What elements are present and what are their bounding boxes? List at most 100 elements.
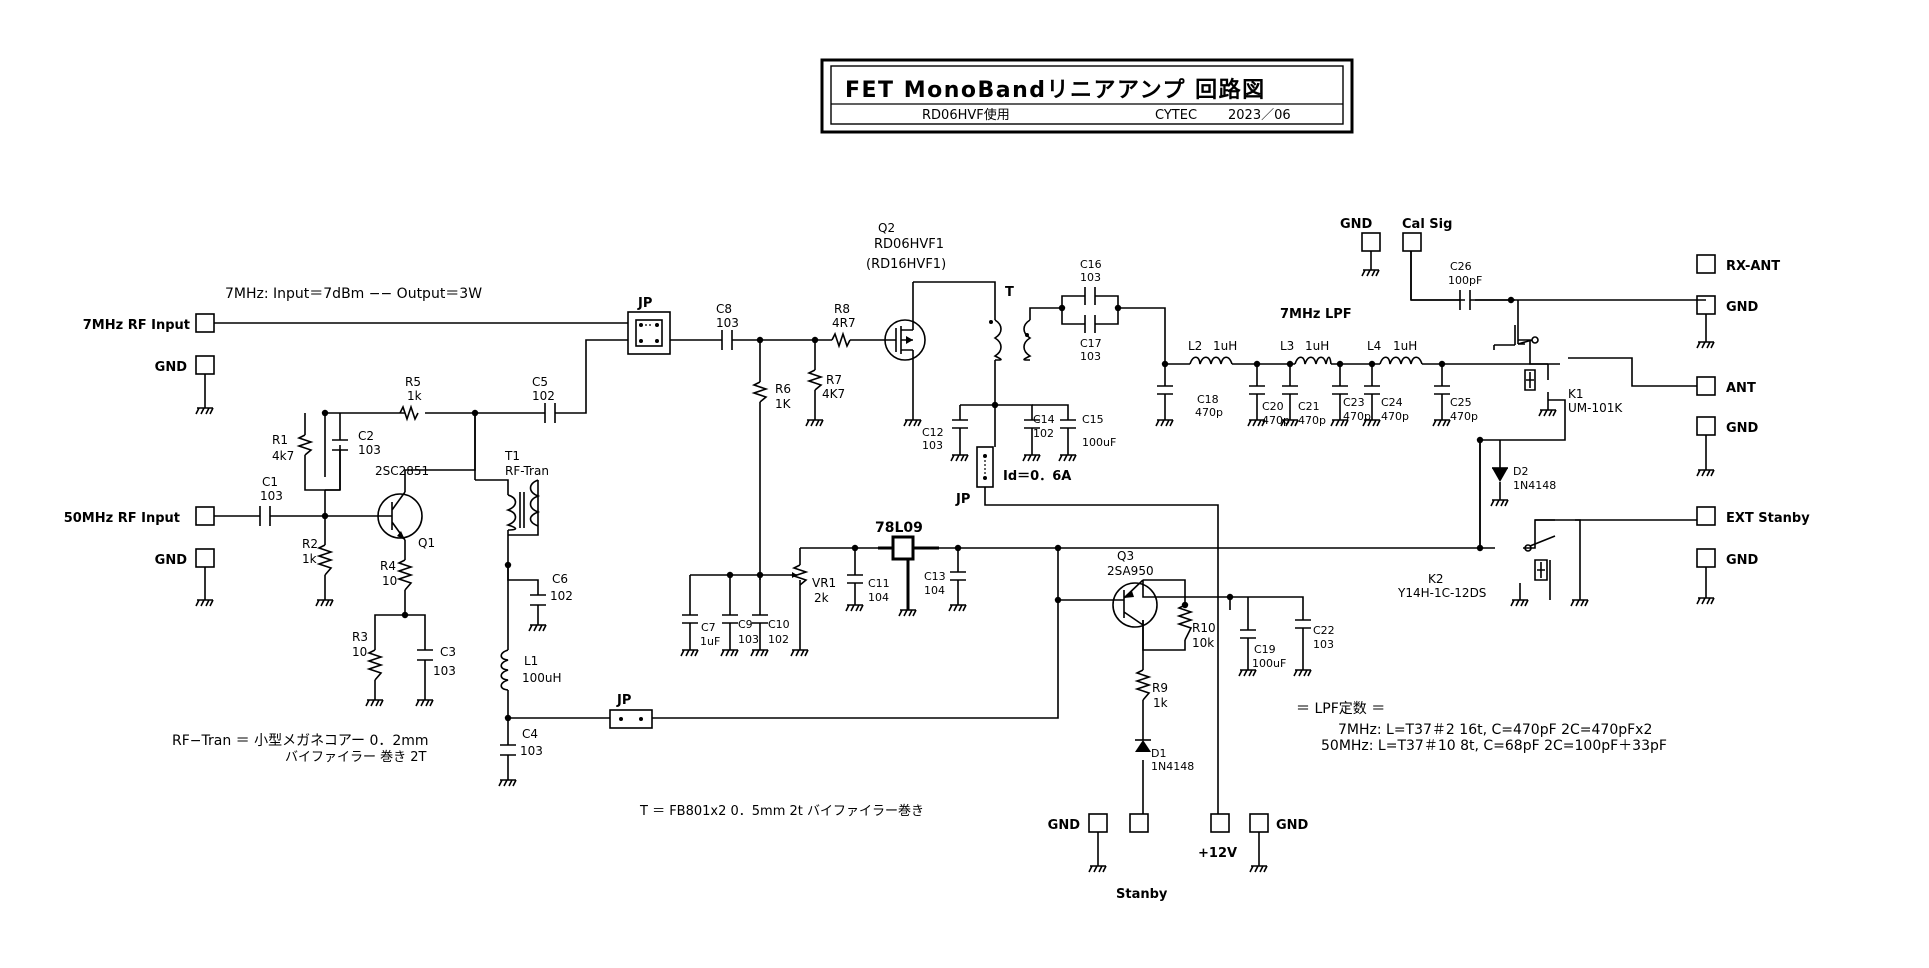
terminal-gnd-stanby[interactable]: GND <box>1048 813 1108 873</box>
jumper-jp1[interactable]: JP <box>627 296 671 355</box>
terminal-ant[interactable]: ANT <box>1696 376 1756 396</box>
resistor-r2: R2 1k <box>302 537 334 607</box>
capacitor-c20: C20 470p <box>1247 364 1290 427</box>
c12-val: 103 <box>922 439 943 452</box>
capacitor-c21: C21 470p <box>1280 364 1326 427</box>
terminal-plus12v[interactable]: +12V <box>1198 813 1237 861</box>
c14-ref: C14 <box>1033 413 1055 426</box>
terminal-7mhz-input[interactable]: 7MHz RF Input <box>83 313 215 333</box>
terminal-ext-stanby[interactable]: EXT Stanby <box>1696 506 1810 526</box>
c24-val: 470p <box>1381 410 1409 423</box>
r9-ref: R9 <box>1152 681 1168 695</box>
title-block: FET MonoBandリニアアンプ 回路図 RD06HVF使用 CYTEC 2… <box>820 58 1354 134</box>
c13-val: 104 <box>924 584 945 597</box>
note-power-7mhz: 7MHz: Input＝7dBm −− Output＝3W <box>225 286 482 302</box>
c3-ref: C3 <box>440 645 456 659</box>
resistor-r5: R5 1k <box>399 375 422 422</box>
t-ref: T <box>1005 285 1014 300</box>
c9-ref: C9 <box>738 618 753 631</box>
label-cal-sig: Cal Sig <box>1402 217 1452 232</box>
diode-d1: D1 1N4148 <box>1135 739 1194 773</box>
terminal-stanby[interactable]: Stanby <box>1116 813 1168 902</box>
resistor-r9: R9 1k <box>1134 669 1168 710</box>
r8-val: 4R7 <box>832 316 856 330</box>
terminal-cal-sig[interactable]: Cal Sig <box>1402 217 1452 252</box>
transformer-t1: T1 RF-Tran <box>504 449 549 531</box>
capacitor-c18: C18 470p <box>1155 364 1223 427</box>
label-rx-ant: RX-ANT <box>1726 259 1780 274</box>
r2-val: 1k <box>302 552 317 566</box>
t1-ref: T1 <box>504 449 520 463</box>
label-jp3: JP <box>616 693 631 708</box>
inductor-l4: L4 1uH <box>1367 339 1423 365</box>
r3-val: 10 <box>352 645 367 659</box>
q1-ref: Q1 <box>418 536 435 550</box>
d2-val: 1N4148 <box>1513 479 1556 492</box>
c20-ref: C20 <box>1262 400 1284 413</box>
c8-val: 103 <box>716 316 739 330</box>
r10-ref: R10 <box>1192 621 1216 635</box>
junction-dots <box>321 296 1515 722</box>
c10-ref: C10 <box>768 618 790 631</box>
terminal-gnd-b[interactable]: GND <box>155 548 215 607</box>
terminal-gnd-v[interactable]: GND <box>1249 813 1309 873</box>
c8-ref: C8 <box>716 302 732 316</box>
capacitor-c15: C15 100uF <box>1032 404 1116 462</box>
c2-ref: C2 <box>358 429 374 443</box>
capacitor-c16: C16 103 <box>1080 258 1102 305</box>
capacitor-c19: C19 100uF <box>1238 597 1286 677</box>
capacitor-c6: C6 102 <box>528 572 573 632</box>
r5-val: 1k <box>407 389 422 403</box>
l2-ref: L2 <box>1188 339 1202 353</box>
note-lpf-50mhz: 50MHz: L=T37＃10 8t, C=68pF 2C=100pF＋33pF <box>1321 738 1667 754</box>
l3-val: 1uH <box>1305 339 1329 353</box>
d1-val: 1N4148 <box>1151 760 1194 773</box>
r9-val: 1k <box>1153 696 1168 710</box>
k1-val: UM-101K <box>1568 401 1623 415</box>
c7-ref: C7 <box>701 621 716 634</box>
label-gnd-c: GND <box>1726 300 1759 315</box>
c11-val: 104 <box>868 591 889 604</box>
c15-val: 100uF <box>1082 436 1116 449</box>
c15-ref: C15 <box>1082 413 1104 426</box>
q2-val: RD06HVF1 <box>874 237 944 252</box>
capacitor-c7: C7 1uF <box>680 610 720 657</box>
d1-ref: D1 <box>1151 747 1166 760</box>
terminal-gnd-c[interactable]: GND <box>1696 295 1759 349</box>
l1-ref: L1 <box>524 654 538 668</box>
r4-val: 10 <box>382 574 397 588</box>
terminal-gnd-e[interactable]: GND <box>1696 548 1759 605</box>
q3-val: 2SA950 <box>1107 564 1154 578</box>
capacitor-c4: C4 103 <box>498 727 543 787</box>
capacitor-c11: C11 104 <box>845 560 890 612</box>
inductor-l2: L2 1uH <box>1188 339 1237 365</box>
r6-val: 1K <box>775 397 792 411</box>
c7-val: 1uF <box>700 635 720 648</box>
potentiometer-vr1: VR1 2k <box>790 564 836 657</box>
terminal-rx-ant[interactable]: RX-ANT <box>1696 254 1780 274</box>
resistor-r6: R6 1K <box>751 381 792 411</box>
l4-ref: L4 <box>1367 339 1381 353</box>
terminal-gnd-top[interactable]: GND <box>1340 217 1381 277</box>
jumper-jp2[interactable]: JP <box>955 446 994 507</box>
c1-val: 103 <box>260 489 283 503</box>
l3-ref: L3 <box>1280 339 1294 353</box>
l1-val: 100uH <box>522 671 562 685</box>
terminal-gnd-a[interactable]: GND <box>155 355 215 415</box>
note-id-current: Id＝0．6A <box>1003 469 1071 484</box>
c4-ref: C4 <box>522 727 538 741</box>
capacitor-c17: C17 103 <box>1080 315 1102 363</box>
c5-val: 102 <box>532 389 555 403</box>
terminal-50mhz-input[interactable]: 50MHz RF Input <box>64 506 215 526</box>
c21-val: 470p <box>1298 414 1326 427</box>
jumper-jp3[interactable]: JP <box>609 693 653 729</box>
regulator-78l09: 78L09 <box>875 520 939 617</box>
title-date: 2023／06 <box>1228 108 1291 123</box>
note-rftran-2: バイファイラー 巻き 2T <box>285 750 427 765</box>
terminal-gnd-d[interactable]: GND <box>1696 416 1759 477</box>
c26-ref: C26 <box>1450 260 1472 273</box>
relay-k1: K1 UM-101K <box>1517 336 1623 417</box>
q2-ref: Q2 <box>878 221 895 235</box>
